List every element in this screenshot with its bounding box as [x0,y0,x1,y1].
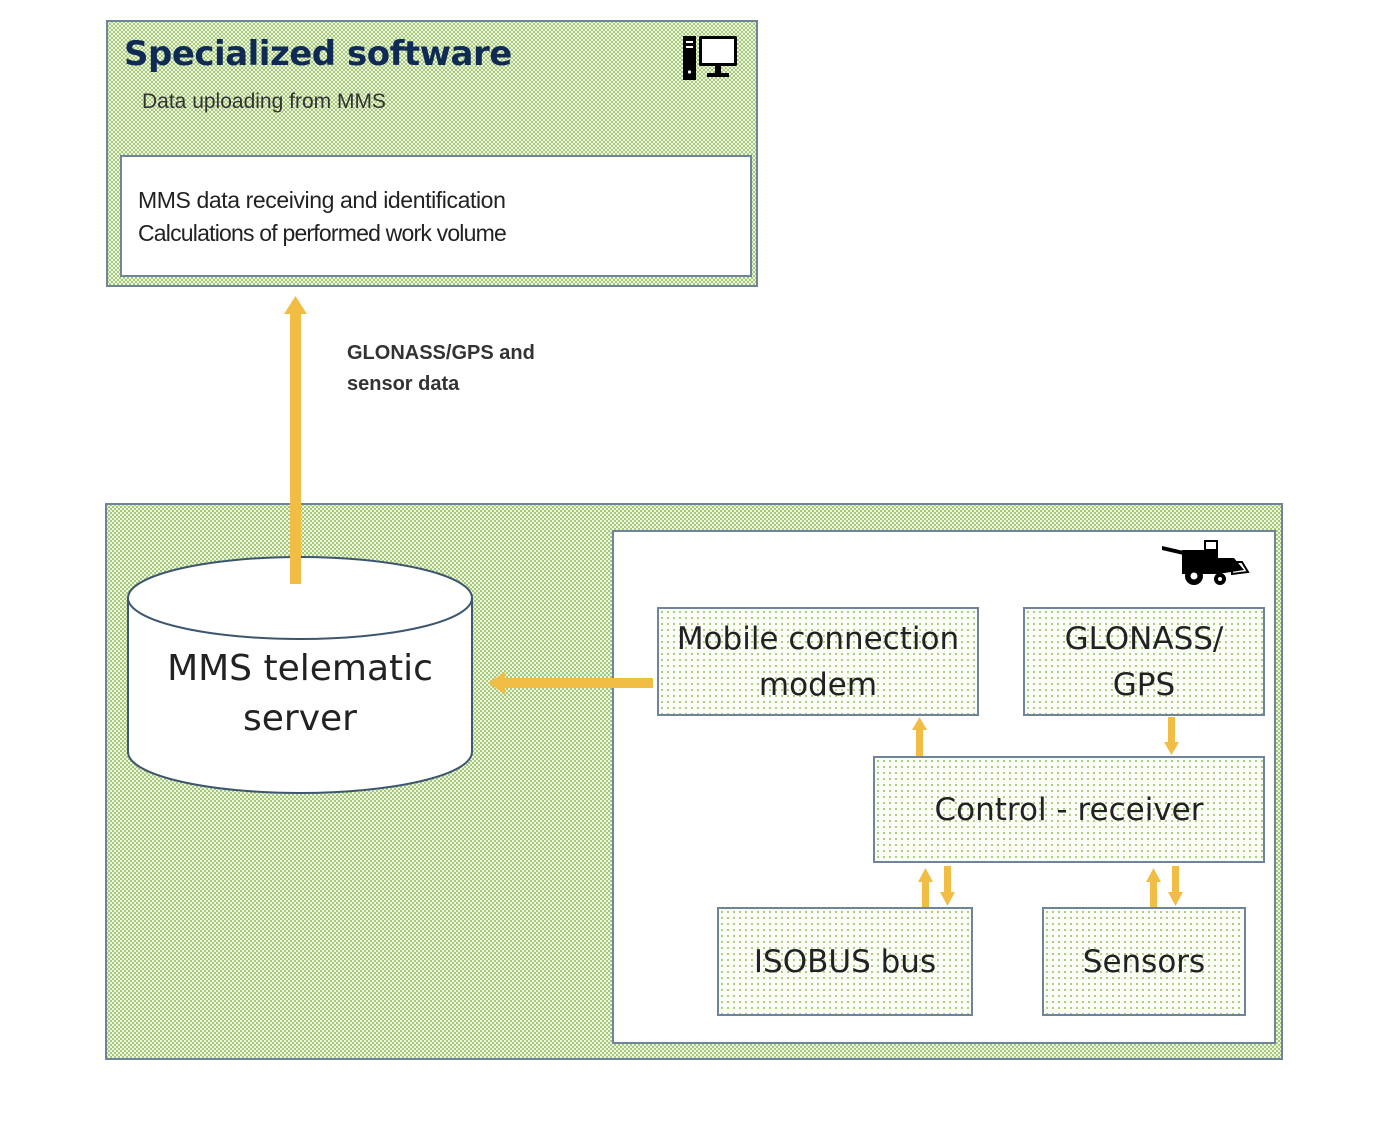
sensors-block: Sensors [1042,907,1246,1016]
data-flow-label-line-1: GLONASS/GPS and [347,342,535,364]
control-receiver-block: Control - receiver [873,756,1265,863]
software-functions-box: MMS data receiving and identification Ca… [120,155,752,277]
modem-label-line-2: modem [758,666,878,703]
telematic-server-label: MMS telematic server [128,644,472,744]
arrow-control-to-modem [912,717,927,756]
arrow-control-to-isobus [940,866,955,906]
mobile-modem-block: Mobile connection modem [657,607,979,716]
control-receiver-label: Control - receiver [934,791,1204,828]
arrow-isobus-to-control [918,868,933,907]
software-title: Specialized software [124,34,512,74]
telematic-server-cylinder [127,556,473,794]
arrow-server-to-software [284,296,307,584]
specialized-software-panel: Specialized software Data uploading from… [106,20,758,287]
data-flow-label-line-2: sensor data [347,373,460,395]
computer-icon [683,36,737,80]
arrow-control-to-sensors [1168,866,1183,906]
software-subtitle: Data uploading from MMS [142,90,386,113]
software-function-calculations: Calculations of performed work volume [138,220,507,246]
software-function-receiving: MMS data receiving and identification [138,187,506,213]
isobus-label: ISOBUS bus [753,943,937,980]
harvester-icon [1162,540,1250,585]
sensors-label: Sensors [1082,943,1206,980]
glonass-gps-block: GLONASS/ GPS [1023,607,1265,716]
server-label-line-2: server [243,698,357,739]
server-label-line-1: MMS telematic [167,648,433,689]
arrow-gps-to-control [1164,717,1179,755]
arrow-sensors-to-control [1146,868,1161,907]
isobus-block: ISOBUS bus [717,907,973,1016]
data-flow-label: GLONASS/GPS and sensor data [347,338,535,400]
gps-label-line-2: GPS [1112,666,1176,703]
modem-label-line-1: Mobile connection [676,620,960,657]
gps-label-line-1: GLONASS/ [1064,620,1224,657]
arrow-modem-to-server [488,672,653,694]
